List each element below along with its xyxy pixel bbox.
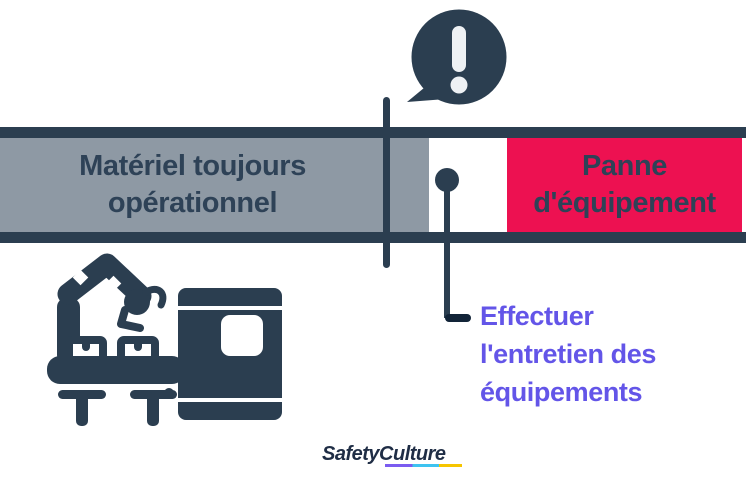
logo-text: SafetyCulture xyxy=(322,443,446,465)
breakdown-label: Panne d'équipement xyxy=(533,150,716,219)
marker-connector-elbow xyxy=(445,314,471,322)
operational-label: Matériel toujours opérationnel xyxy=(79,150,306,219)
segment-breakdown xyxy=(507,138,742,232)
timeline-top-border xyxy=(0,127,746,138)
segment-operational xyxy=(0,138,429,232)
event-marker-dot xyxy=(435,168,459,192)
marker-connector-stem xyxy=(444,186,450,318)
factory-robot-machine-icon xyxy=(47,253,282,426)
exclamation-speech-bubble-icon xyxy=(407,9,507,105)
timeline-divider xyxy=(383,97,390,268)
logo-underline xyxy=(385,464,462,467)
maintenance-annotation: Effectuer l'entretien des équipements xyxy=(480,301,656,407)
timeline-bottom-border xyxy=(0,232,746,243)
safetyculture-logo: SafetyCulture xyxy=(322,443,482,473)
